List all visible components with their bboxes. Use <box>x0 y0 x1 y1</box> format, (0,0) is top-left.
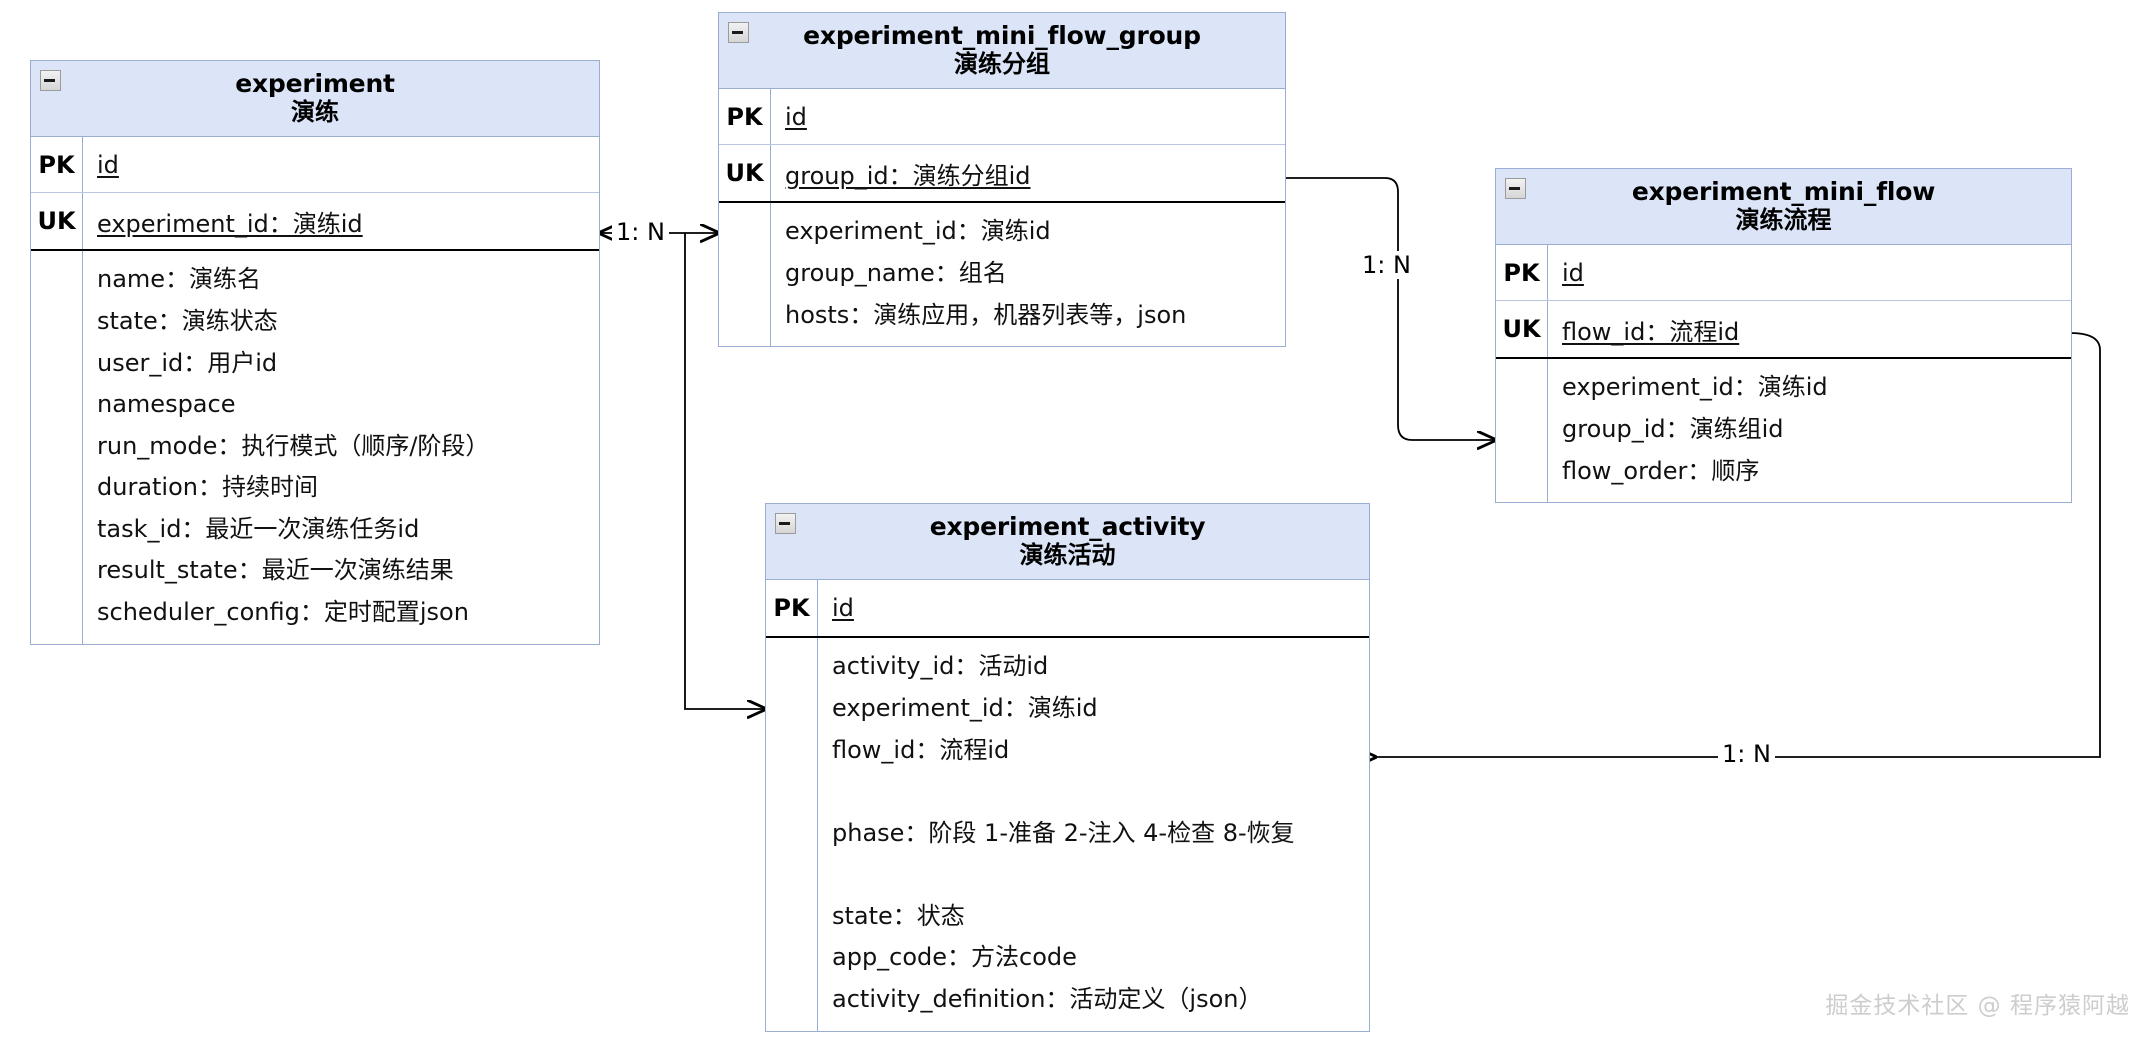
entity-title: experiment <box>235 69 395 98</box>
entity-experiment-mini-flow-group[interactable]: experiment_mini_flow_group 演练分组 PK id UK… <box>718 12 1286 348</box>
attribute-row: experiment_id：演练id <box>1562 373 1828 402</box>
entity-subtitle: 演练流程 <box>1735 206 1832 234</box>
entity-title: experiment_mini_flow_group <box>803 21 1201 50</box>
entity-subtitle: 演练分组 <box>954 50 1050 78</box>
attribute-row: app_code：方法code <box>832 943 1077 972</box>
attribute-section: experiment_id：演练id group_id：演练组id flow_o… <box>1496 359 2071 503</box>
entity-header: experiment_mini_flow 演练流程 <box>1496 169 2071 246</box>
attribute-row: state：状态 <box>832 901 965 930</box>
minus-box-icon[interactable] <box>40 70 61 91</box>
attribute-row: activity_definition：活动定义（json） <box>832 985 1263 1014</box>
relationship-label-miniflow-activity: 1: N <box>1718 740 1775 768</box>
attribute-row: scheduler_config：定时配置json <box>97 598 469 627</box>
key-tag: PK <box>719 89 771 145</box>
entity-header: experiment_activity 演练活动 <box>766 504 1369 581</box>
attribute-row: user_id：用户id <box>97 348 278 377</box>
minus-box-icon[interactable] <box>1505 178 1526 199</box>
attribute-section: experiment_id：演练id group_name：组名 hosts：演… <box>719 203 1285 347</box>
key-field: group_id：演练分组id <box>785 161 1031 190</box>
key-tag: UK <box>1496 301 1548 358</box>
key-field: experiment_id：演练id <box>97 209 363 238</box>
minus-box-icon[interactable] <box>728 22 749 43</box>
watermark: 掘金技术社区 @ 程序猿阿越 <box>1825 993 2130 1019</box>
attribute-row: flow_order：顺序 <box>1562 456 1760 485</box>
attribute-row: experiment_id：演练id <box>832 693 1098 722</box>
table-row: PK id <box>766 580 1369 639</box>
entity-subtitle: 演练 <box>291 98 339 126</box>
entity-header: experiment_mini_flow_group 演练分组 <box>719 13 1285 90</box>
key-tag-empty <box>1496 359 1548 503</box>
attribute-row: task_id：最近一次演练任务id <box>97 514 420 543</box>
attribute-row: flow_id：流程id <box>832 735 1010 764</box>
table-row: UK group_id：演练分组id <box>719 145 1285 204</box>
relationship-label-group-miniflow: 1: N <box>1358 251 1415 279</box>
key-tag: PK <box>1496 245 1548 301</box>
key-tag: UK <box>719 145 771 202</box>
attribute-row: result_state：最近一次演练结果 <box>97 556 454 585</box>
attribute-row-spacer <box>818 854 1369 896</box>
entity-header: experiment 演练 <box>31 61 599 138</box>
attribute-row: activity_id：活动id <box>832 652 1049 681</box>
minus-box-icon[interactable] <box>775 513 796 534</box>
attribute-row: duration：持续时间 <box>97 473 318 502</box>
entity-subtitle: 演练活动 <box>1019 541 1116 569</box>
entity-experiment[interactable]: experiment 演练 PK id UK experiment_id：演练i… <box>30 60 600 645</box>
attribute-section: name：演练名 state：演练状态 user_id：用户id namespa… <box>31 251 599 644</box>
table-row: PK id <box>31 137 599 194</box>
entity-experiment-activity[interactable]: experiment_activity 演练活动 PK id activity_… <box>765 503 1370 1032</box>
attribute-row: namespace <box>97 390 236 419</box>
relationship-label-experiment-group: 1: N <box>612 218 669 246</box>
table-row: UK flow_id：流程id <box>1496 301 2071 360</box>
entity-title: experiment_activity <box>929 512 1206 541</box>
key-tag: PK <box>766 580 818 637</box>
key-tag-empty <box>31 251 83 644</box>
entity-title: experiment_mini_flow <box>1631 177 1936 206</box>
entity-experiment-mini-flow[interactable]: experiment_mini_flow 演练流程 PK id UK flow_… <box>1495 168 2072 504</box>
table-row: UK experiment_id：演练id <box>31 193 599 252</box>
attribute-row: hosts：演练应用，机器列表等，json <box>785 300 1187 329</box>
attribute-row: group_id：演练组id <box>1562 414 1784 443</box>
attribute-row-spacer <box>818 771 1369 813</box>
table-row: PK id <box>1496 245 2071 302</box>
key-tag-empty <box>766 638 818 1031</box>
key-field: flow_id：流程id <box>1562 317 1740 346</box>
attribute-row: run_mode：执行模式（顺序/阶段） <box>97 431 490 460</box>
attribute-row: experiment_id：演练id <box>785 217 1051 246</box>
key-tag: UK <box>31 193 83 250</box>
attribute-row: state：演练状态 <box>97 306 278 335</box>
attribute-row: phase：阶段 1-准备 2-注入 4-检查 8-恢复 <box>832 818 1295 847</box>
key-field: id <box>97 150 119 179</box>
attribute-row: group_name：组名 <box>785 258 1007 287</box>
key-tag: PK <box>31 137 83 193</box>
key-field: id <box>1562 258 1584 287</box>
attribute-row: name：演练名 <box>97 265 262 294</box>
key-field: id <box>832 594 854 623</box>
attribute-section: activity_id：活动id experiment_id：演练id flow… <box>766 638 1369 1031</box>
key-field: id <box>785 102 807 131</box>
table-row: PK id <box>719 89 1285 146</box>
key-tag-empty <box>719 203 771 347</box>
